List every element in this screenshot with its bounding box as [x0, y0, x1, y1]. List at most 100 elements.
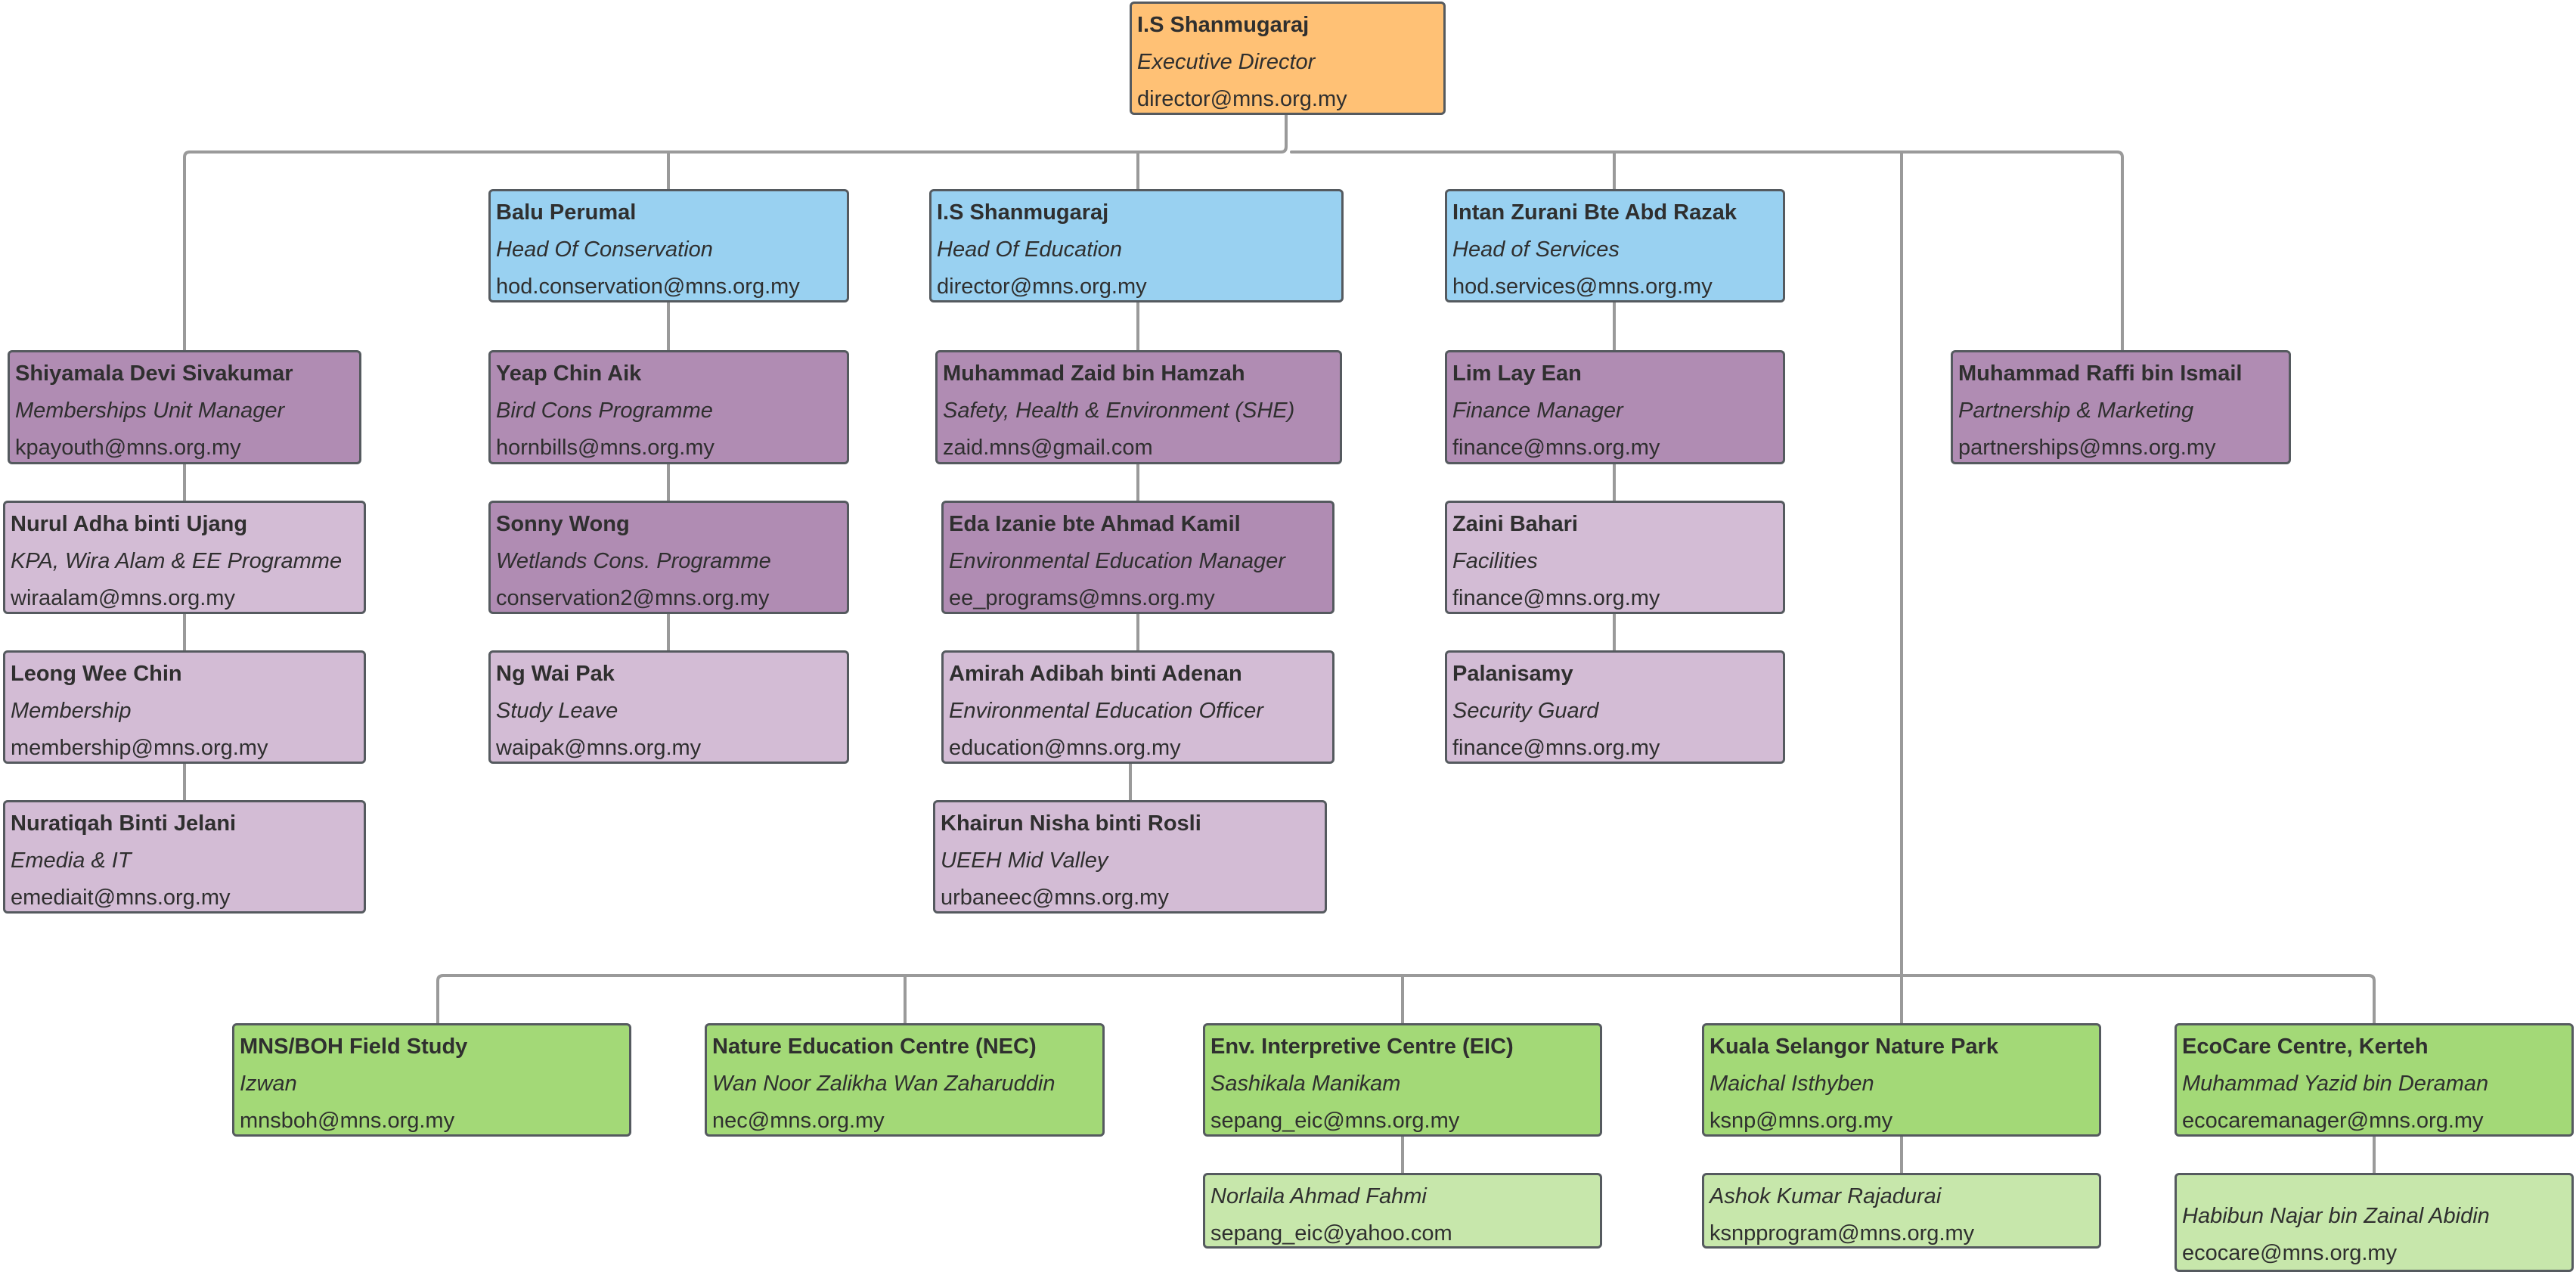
person-role: Safety, Health & Environment (SHE): [943, 399, 1295, 423]
person-name: Lim Lay Ean: [1452, 361, 1582, 386]
membership-staff-card: Nuratiqah Binti Jelani Emedia & IT emedi…: [3, 800, 366, 914]
person-name: Amirah Adibah binti Adenan: [949, 662, 1242, 686]
person-email: director@mns.org.my: [937, 275, 1147, 299]
person-name: Eda Izanie bte Ahmad Kamil: [949, 512, 1241, 536]
person-role: Environmental Education Officer: [949, 699, 1263, 723]
person-email: finance@mns.org.my: [1452, 586, 1660, 610]
centre-manager: Maichal Isthyben: [1710, 1072, 1874, 1096]
centre-card-ecocare: EcoCare Centre, Kerteh Muhammad Yazid bi…: [2175, 1023, 2574, 1137]
person-name: Muhammad Raffi bin Ismail: [1958, 361, 2243, 386]
person-role: Emedia & IT: [11, 848, 132, 873]
services-staff-card: Lim Lay Ean Finance Manager finance@mns.…: [1445, 350, 1785, 464]
person-email: zaid.mns@gmail.com: [943, 436, 1153, 460]
person-role: Study Leave: [496, 699, 618, 723]
person-name: Palanisamy: [1452, 662, 1573, 686]
centre-card-ksnp: Kuala Selangor Nature Park Maichal Isthy…: [1702, 1023, 2101, 1137]
services-staff-card: Palanisamy Security Guard finance@mns.or…: [1445, 650, 1785, 764]
person-email: urbaneec@mns.org.my: [941, 886, 1169, 910]
person-email: membership@mns.org.my: [11, 736, 268, 760]
person-email: finance@mns.org.my: [1452, 436, 1660, 460]
person-email: waipak@mns.org.my: [496, 736, 702, 760]
director-name: I.S Shanmugaraj: [1137, 13, 1310, 37]
person-email: hod.services@mns.org.my: [1452, 275, 1713, 299]
person-role: Memberships Unit Manager: [15, 399, 285, 423]
person-role: Partnership & Marketing: [1958, 399, 2194, 423]
head-conservation-card: Balu Perumal Head Of Conservation hod.co…: [488, 189, 849, 302]
person-email: emediait@mns.org.my: [11, 886, 231, 910]
centre-manager: Wan Noor Zalikha Wan Zaharuddin: [712, 1072, 1056, 1096]
centre-staff-card-ecocare: Habibun Najar bin Zainal Abidin ecocare@…: [2175, 1173, 2574, 1272]
director-card: I.S Shanmugaraj Executive Director direc…: [1130, 2, 1446, 115]
centre-card-boh: MNS/BOH Field Study Izwan mnsboh@mns.org…: [232, 1023, 631, 1137]
person-email: education@mns.org.my: [949, 736, 1181, 760]
person-email: wiraalam@mns.org.my: [11, 586, 235, 610]
person-role: Wetlands Cons. Programme: [496, 549, 771, 573]
director-email: director@mns.org.my: [1137, 87, 1347, 111]
connector-director-bus: [183, 113, 1288, 352]
centre-email: nec@mns.org.my: [712, 1109, 885, 1133]
connector-bus-right: [1290, 150, 2124, 352]
centre-name: EcoCare Centre, Kerteh: [2182, 1035, 2429, 1059]
person-role: Finance Manager: [1452, 399, 1623, 423]
person-name: Nuratiqah Binti Jelani: [11, 811, 237, 836]
centre-email: mnsboh@mns.org.my: [240, 1109, 455, 1133]
person-name: Muhammad Zaid bin Hamzah: [943, 361, 1245, 386]
conservation-staff-card: Sonny Wong Wetlands Cons. Programme cons…: [488, 501, 849, 614]
person-email: hod.conservation@mns.org.my: [496, 275, 800, 299]
centre-manager: Izwan: [240, 1072, 297, 1096]
centre-staff-card-eic: Norlaila Ahmad Fahmi sepang_eic@yahoo.co…: [1203, 1173, 1602, 1249]
membership-manager-card: Shiyamala Devi Sivakumar Memberships Uni…: [8, 350, 361, 464]
centre-name: Env. Interpretive Centre (EIC): [1211, 1035, 1514, 1059]
education-staff-card: Muhammad Zaid bin Hamzah Safety, Health …: [935, 350, 1342, 464]
staff-email: sepang_eic@yahoo.com: [1211, 1221, 1452, 1246]
person-role: Head Of Conservation: [496, 237, 713, 262]
centre-card-nec: Nature Education Centre (NEC) Wan Noor Z…: [705, 1023, 1105, 1137]
education-staff-card: Khairun Nisha binti Rosli UEEH Mid Valle…: [933, 800, 1327, 914]
membership-staff-card: Leong Wee Chin Membership membership@mns…: [3, 650, 366, 764]
conservation-staff-card: Yeap Chin Aik Bird Cons Programme hornbi…: [488, 350, 849, 464]
centre-staff-card-ksnp: Ashok Kumar Rajadurai ksnpprogram@mns.or…: [1702, 1173, 2101, 1249]
person-name: Yeap Chin Aik: [496, 361, 642, 386]
person-name: Shiyamala Devi Sivakumar: [15, 361, 293, 386]
person-role: Head Of Education: [937, 237, 1123, 262]
education-staff-card: Eda Izanie bte Ahmad Kamil Environmental…: [941, 501, 1334, 614]
person-email: ee_programs@mns.org.my: [949, 586, 1215, 610]
person-role: UEEH Mid Valley: [941, 848, 1108, 873]
person-email: kpayouth@mns.org.my: [15, 436, 241, 460]
person-name: Intan Zurani Bte Abd Razak: [1452, 200, 1737, 225]
person-role: Head of Services: [1452, 237, 1620, 262]
person-email: finance@mns.org.my: [1452, 736, 1660, 760]
person-role: Facilities: [1452, 549, 1538, 573]
person-name: Sonny Wong: [496, 512, 630, 536]
person-role: Membership: [11, 699, 132, 723]
centre-card-eic: Env. Interpretive Centre (EIC) Sashikala…: [1203, 1023, 1602, 1137]
person-name: Ng Wai Pak: [496, 662, 615, 686]
centre-email: ecocaremanager@mns.org.my: [2182, 1109, 2484, 1133]
director-role: Executive Director: [1137, 50, 1316, 74]
centre-email: ksnp@mns.org.my: [1710, 1109, 1893, 1133]
centre-manager: Muhammad Yazid bin Deraman: [2182, 1072, 2489, 1096]
person-name: Nurul Adha binti Ujang: [11, 512, 248, 536]
centre-name: Nature Education Centre (NEC): [712, 1035, 1037, 1059]
staff-name: Norlaila Ahmad Fahmi: [1211, 1184, 1427, 1208]
person-email: conservation2@mns.org.my: [496, 586, 770, 610]
person-role: Security Guard: [1452, 699, 1599, 723]
person-email: partnerships@mns.org.my: [1958, 436, 2216, 460]
person-name: Khairun Nisha binti Rosli: [941, 811, 1201, 836]
staff-email: ecocare@mns.org.my: [2182, 1241, 2398, 1265]
person-name: Balu Perumal: [496, 200, 637, 225]
person-name: Zaini Bahari: [1452, 512, 1578, 536]
partnership-card: Muhammad Raffi bin Ismail Partnership & …: [1951, 350, 2291, 464]
person-role: Environmental Education Manager: [949, 549, 1285, 573]
connector-centres-bus: [436, 974, 2376, 1025]
person-name: Leong Wee Chin: [11, 662, 182, 686]
centre-name: MNS/BOH Field Study: [240, 1035, 468, 1059]
centre-name: Kuala Selangor Nature Park: [1710, 1035, 1998, 1059]
conservation-staff-card: Ng Wai Pak Study Leave waipak@mns.org.my: [488, 650, 849, 764]
membership-staff-card: Nurul Adha binti Ujang KPA, Wira Alam & …: [3, 501, 366, 614]
person-name: I.S Shanmugaraj: [937, 200, 1109, 225]
staff-name: Ashok Kumar Rajadurai: [1710, 1184, 1942, 1208]
person-role: Bird Cons Programme: [496, 399, 713, 423]
